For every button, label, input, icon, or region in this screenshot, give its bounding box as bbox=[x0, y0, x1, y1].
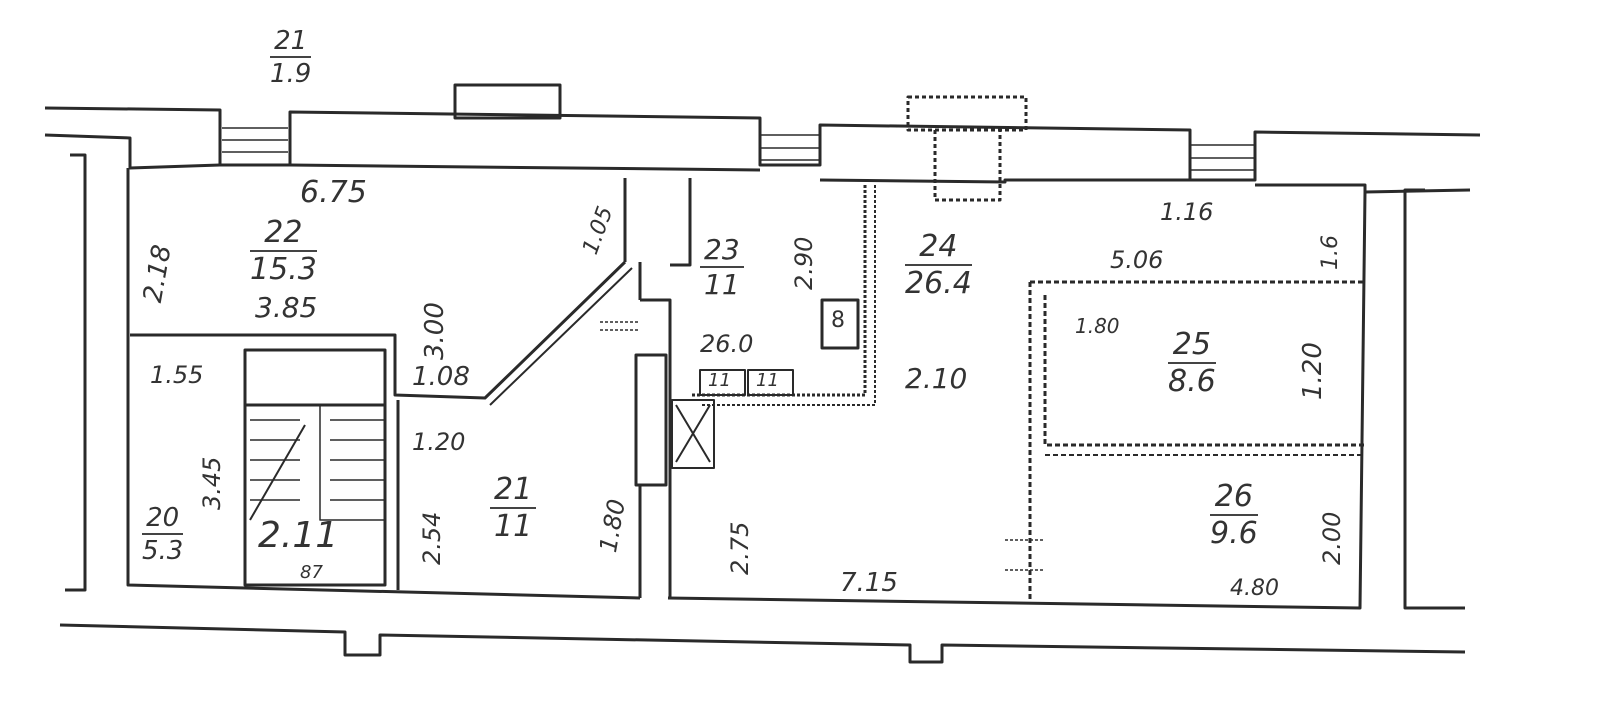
dim-211: 2.11 bbox=[258, 515, 339, 556]
dim-218: 2.18 bbox=[138, 242, 178, 305]
room-21-number: 21 bbox=[490, 475, 537, 509]
room-26-number: 26 bbox=[1210, 482, 1258, 516]
inner-wall-top bbox=[44, 133, 221, 170]
dim-108: 1.08 bbox=[412, 362, 470, 392]
room-26-label: 26 9.6 bbox=[1210, 482, 1258, 549]
wall-room-23 bbox=[670, 178, 692, 267]
stove-box bbox=[820, 298, 860, 350]
chimney-stack bbox=[634, 353, 668, 487]
outer-wall-left bbox=[126, 168, 641, 600]
room-25-area: 8.6 bbox=[1168, 364, 1216, 399]
cell-label-2: 11 bbox=[756, 370, 779, 391]
dim-155: 1.55 bbox=[150, 361, 204, 389]
dim-116: 1.16 bbox=[1160, 198, 1214, 226]
room-20-area: 5.3 bbox=[142, 536, 184, 566]
chimney-top-right bbox=[906, 95, 1028, 132]
dim-200: 2.00 bbox=[1318, 511, 1346, 565]
dim-210: 2.10 bbox=[905, 362, 968, 395]
left-end-wall bbox=[65, 153, 87, 592]
room-25-label: 25 8.6 bbox=[1168, 330, 1216, 397]
marker-area: 1.9 bbox=[270, 59, 312, 89]
outer-wall-bottom bbox=[59, 623, 1466, 664]
outer-wall-bottom-mid bbox=[667, 191, 1367, 610]
room-21-area: 11 bbox=[494, 509, 533, 544]
dim-480: 4.80 bbox=[1230, 576, 1279, 601]
dim-180: 1.80 bbox=[594, 497, 631, 555]
dim-254: 2.54 bbox=[418, 511, 446, 565]
dim-345: 3.45 bbox=[198, 456, 226, 510]
room-22-label: 22 15.3 bbox=[250, 218, 317, 285]
marker-number: 21 bbox=[270, 28, 312, 58]
dim-275: 2.75 bbox=[726, 521, 754, 575]
marker-top: 21 1.9 bbox=[270, 28, 312, 89]
dim-506: 5.06 bbox=[1110, 246, 1164, 274]
ventilation-shaft bbox=[671, 399, 715, 469]
dim-675: 6.75 bbox=[300, 175, 367, 210]
room-23-number: 23 bbox=[700, 236, 744, 268]
dim-300: 3.00 bbox=[420, 302, 450, 360]
room-26-area: 9.6 bbox=[1210, 516, 1258, 551]
room-23-label: 23 11 bbox=[700, 236, 744, 299]
dim-87: 87 bbox=[300, 562, 323, 583]
room-24-label: 24 26.4 bbox=[905, 232, 972, 299]
right-end-wall bbox=[1403, 188, 1465, 610]
cell-label-1: 11 bbox=[708, 370, 731, 391]
room-24-area: 26.4 bbox=[905, 266, 972, 301]
dim-16: 1.6 bbox=[1318, 235, 1343, 270]
room-23-area: 11 bbox=[704, 268, 740, 301]
chimney-top-left bbox=[453, 83, 562, 120]
room-20-number: 20 bbox=[142, 505, 184, 535]
room-22-area: 15.3 bbox=[250, 252, 317, 287]
dim-180b: 1.80 bbox=[1075, 314, 1120, 338]
dim-120a: 1.20 bbox=[412, 428, 466, 456]
room-24-number: 24 bbox=[905, 232, 972, 266]
dim-105: 1.05 bbox=[578, 203, 619, 258]
room-22-number: 22 bbox=[250, 218, 317, 252]
room-25-number: 25 bbox=[1168, 330, 1216, 364]
stove-label: 8 bbox=[831, 308, 845, 333]
dim-120b: 1.20 bbox=[1298, 342, 1328, 400]
outer-wall-top bbox=[44, 106, 1481, 182]
wall-room-22-bottom bbox=[130, 260, 627, 400]
dim-385: 3.85 bbox=[255, 291, 318, 324]
dim-715: 7.15 bbox=[840, 568, 898, 598]
room-26a-label: 26.0 bbox=[700, 330, 754, 358]
room-20-label: 20 5.3 bbox=[142, 505, 184, 566]
dim-290: 2.90 bbox=[790, 236, 818, 290]
room-21-label: 21 11 bbox=[490, 475, 537, 544]
